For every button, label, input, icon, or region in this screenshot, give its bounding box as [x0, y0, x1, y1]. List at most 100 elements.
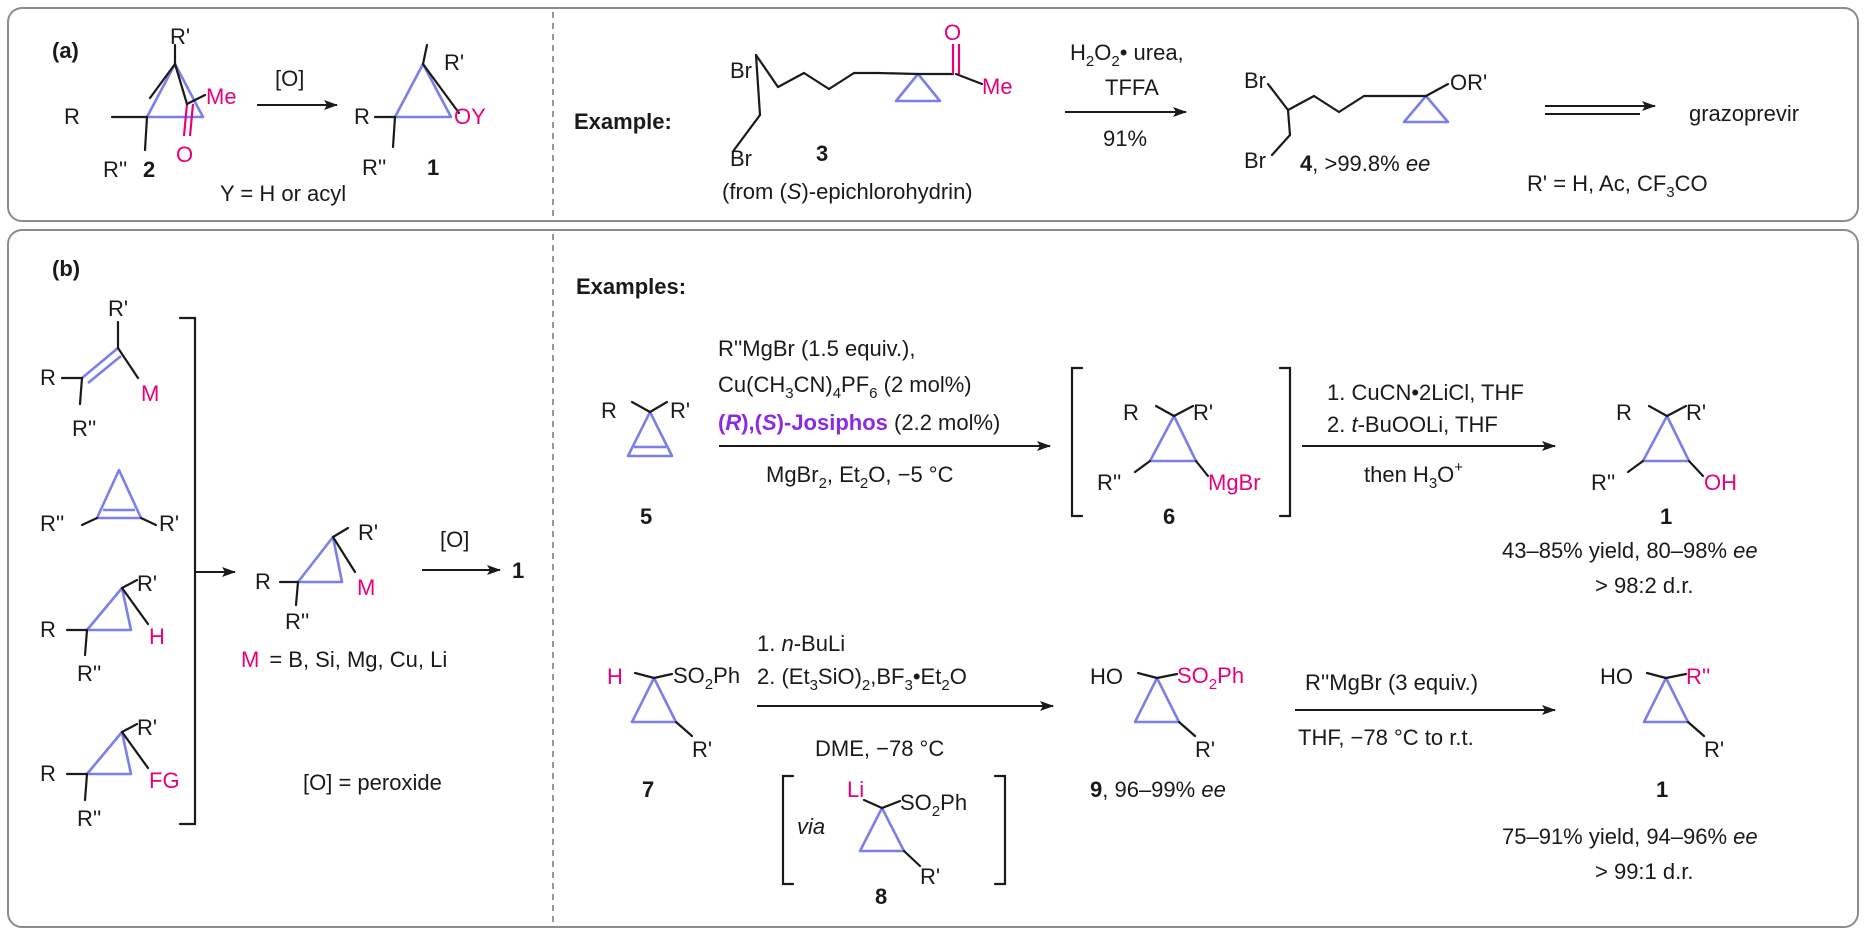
- svg-text:OR': OR': [1450, 70, 1487, 95]
- r-prime-definition: R' = H, Ac, CF3CO: [1527, 171, 1708, 201]
- alkenyl-metal: R R' R'' M: [40, 296, 159, 441]
- svg-text:R''MgBr (1.5 equiv.),: R''MgBr (1.5 equiv.),: [718, 336, 916, 361]
- svg-text:R'': R'': [1686, 664, 1710, 689]
- row2-conditions-1: 1. n-BuLi 2. (Et3SiO)2,BF3•Et2O DME, −78…: [757, 631, 1054, 761]
- svg-text:O: O: [176, 142, 193, 167]
- examples-label: Examples:: [576, 274, 686, 299]
- cyclopropyl-metal: R R' R'' M: [255, 520, 378, 634]
- panel-b-label: (b): [52, 256, 80, 281]
- svg-text:R''MgBr (3 equiv.): R''MgBr (3 equiv.): [1305, 670, 1478, 695]
- svg-text:R'': R'': [103, 157, 127, 182]
- svg-text:Br: Br: [1244, 68, 1266, 93]
- svg-text:Br: Br: [730, 58, 752, 83]
- panel-b-left-product: 1: [512, 558, 524, 583]
- svg-text:R'': R'': [285, 609, 309, 634]
- svg-text:R': R': [1195, 737, 1215, 762]
- svg-text:(R),(S)-Josiphos (2.2 mol%): (R),(S)-Josiphos (2.2 mol%): [718, 410, 1000, 435]
- row1-yield: 43–85% yield, 80–98% ee: [1502, 538, 1758, 563]
- svg-text:R: R: [255, 569, 271, 594]
- example-label: Example:: [574, 109, 672, 134]
- svg-text:H: H: [149, 624, 165, 649]
- svg-text:91%: 91%: [1103, 126, 1147, 151]
- cyclopropane-fg: R R' R'' FG: [40, 715, 180, 831]
- svg-text:R'': R'': [40, 511, 64, 536]
- panel-a-conditions: H2O2• urea, TFFA 91%: [1065, 40, 1187, 151]
- svg-text:1. CuCN•2LiCl, THF: 1. CuCN•2LiCl, THF: [1327, 380, 1524, 405]
- svg-text:1. n-BuLi: 1. n-BuLi: [757, 631, 845, 656]
- svg-text:H: H: [607, 664, 623, 689]
- ketone-reactant-2: R R' R'' Me O 2: [64, 24, 237, 182]
- svg-text:2: 2: [143, 157, 155, 182]
- dibromide-ketone-3: Br Br Me O 3 (from (S)-epichlorohydrin): [722, 20, 1013, 204]
- row1-conditions-2: 1. CuCN•2LiCl, THF 2. t-BuOOLi, THF then…: [1302, 380, 1556, 492]
- svg-text:R': R': [1193, 400, 1213, 425]
- row1-conditions-1: R''MgBr (1.5 equiv.), Cu(CH3CN)4PF6 (2 m…: [718, 336, 1051, 492]
- svg-text:HO: HO: [1600, 664, 1633, 689]
- oxidant-definition: [O] = peroxide: [303, 770, 442, 795]
- svg-text:FG: FG: [149, 768, 180, 793]
- svg-text:(from (S)-epichlorohydrin): (from (S)-epichlorohydrin): [722, 179, 973, 204]
- svg-text:R': R': [137, 571, 157, 596]
- svg-text:2. t-BuOOLi, THF: 2. t-BuOOLi, THF: [1327, 412, 1498, 437]
- svg-text:4, >99.8% ee: 4, >99.8% ee: [1300, 151, 1430, 176]
- svg-text:R: R: [40, 617, 56, 642]
- svg-text:R'': R'': [1097, 470, 1121, 495]
- svg-text:7: 7: [642, 777, 654, 802]
- panel-b-frame: [7, 229, 1859, 928]
- svg-text:R': R': [137, 715, 157, 740]
- grignard-intermediate-6: R R' R'' MgBr 6: [1070, 366, 1292, 529]
- panel-a-label: (a): [52, 38, 79, 63]
- panel-b-left-reagent: [O]: [440, 527, 469, 552]
- dibromide-ester-4: Br Br OR' 4, >99.8% ee: [1244, 68, 1487, 176]
- substrate-bracket: [178, 316, 197, 826]
- panel-a-frame: [7, 7, 1859, 222]
- svg-text:R': R': [159, 511, 179, 536]
- svg-text:OY: OY: [454, 104, 486, 129]
- cyclopropanol-1-row1: R R' R'' OH 1: [1591, 400, 1737, 529]
- panel-a-arrow-reagent: [O]: [275, 66, 304, 91]
- cyclopropene: R'' R': [40, 468, 179, 536]
- svg-text:R: R: [354, 104, 370, 129]
- svg-text:SO2Ph: SO2Ph: [900, 790, 967, 820]
- svg-text:SO2Ph: SO2Ph: [673, 663, 740, 693]
- svg-text:SO2Ph: SO2Ph: [1177, 663, 1244, 693]
- svg-text:R: R: [601, 398, 617, 423]
- svg-text:via: via: [797, 814, 825, 839]
- svg-text:6: 6: [1163, 504, 1175, 529]
- svg-text:1: 1: [1660, 504, 1672, 529]
- svg-text:R: R: [40, 761, 56, 786]
- metal-definition: M= B, Si, Mg, Cu, Li: [241, 647, 447, 672]
- grazoprevir-label: grazoprevir: [1689, 101, 1799, 126]
- svg-text:R': R': [1704, 737, 1724, 762]
- svg-text:O: O: [944, 20, 961, 45]
- svg-text:R': R': [170, 24, 190, 49]
- svg-text:5: 5: [640, 504, 652, 529]
- svg-text:R: R: [1616, 400, 1632, 425]
- svg-text:R'': R'': [1591, 470, 1615, 495]
- svg-text:TFFA: TFFA: [1105, 75, 1159, 100]
- svg-text:MgBr: MgBr: [1208, 470, 1261, 495]
- svg-text:Li: Li: [847, 777, 864, 802]
- svg-text:R'': R'': [77, 661, 101, 686]
- svg-text:R': R': [444, 50, 464, 75]
- row2-yield: 75–91% yield, 94–96% ee: [1502, 824, 1758, 849]
- svg-text:then H3O+: then H3O+: [1364, 459, 1463, 492]
- svg-text:R': R': [920, 864, 940, 889]
- svg-text:R'': R'': [72, 416, 96, 441]
- svg-text:1: 1: [1656, 777, 1668, 802]
- svg-text:R: R: [1123, 400, 1139, 425]
- cyclopropene-5: R R' 5: [601, 398, 690, 529]
- svg-text:MgBr2, Et2O, −5 °C: MgBr2, Et2O, −5 °C: [766, 462, 954, 492]
- svg-text:H2O2• urea,: H2O2• urea,: [1070, 40, 1184, 70]
- svg-text:R'': R'': [362, 155, 386, 180]
- svg-text:Br: Br: [1244, 148, 1266, 173]
- row2-conditions-2: R''MgBr (3 equiv.) THF, −78 °C to r.t.: [1295, 670, 1556, 750]
- cyclopropanol-product-1: R R' R'' OY 1: [354, 43, 486, 180]
- svg-text:8: 8: [875, 884, 887, 909]
- cyclopropanol-1-row2: HO R'' R' 1: [1600, 664, 1724, 802]
- svg-text:HO: HO: [1090, 664, 1123, 689]
- cyclopropyl-sulfone-7: H SO2Ph R' 7: [607, 663, 740, 802]
- svg-text:R: R: [64, 104, 80, 129]
- svg-text:OH: OH: [1704, 470, 1737, 495]
